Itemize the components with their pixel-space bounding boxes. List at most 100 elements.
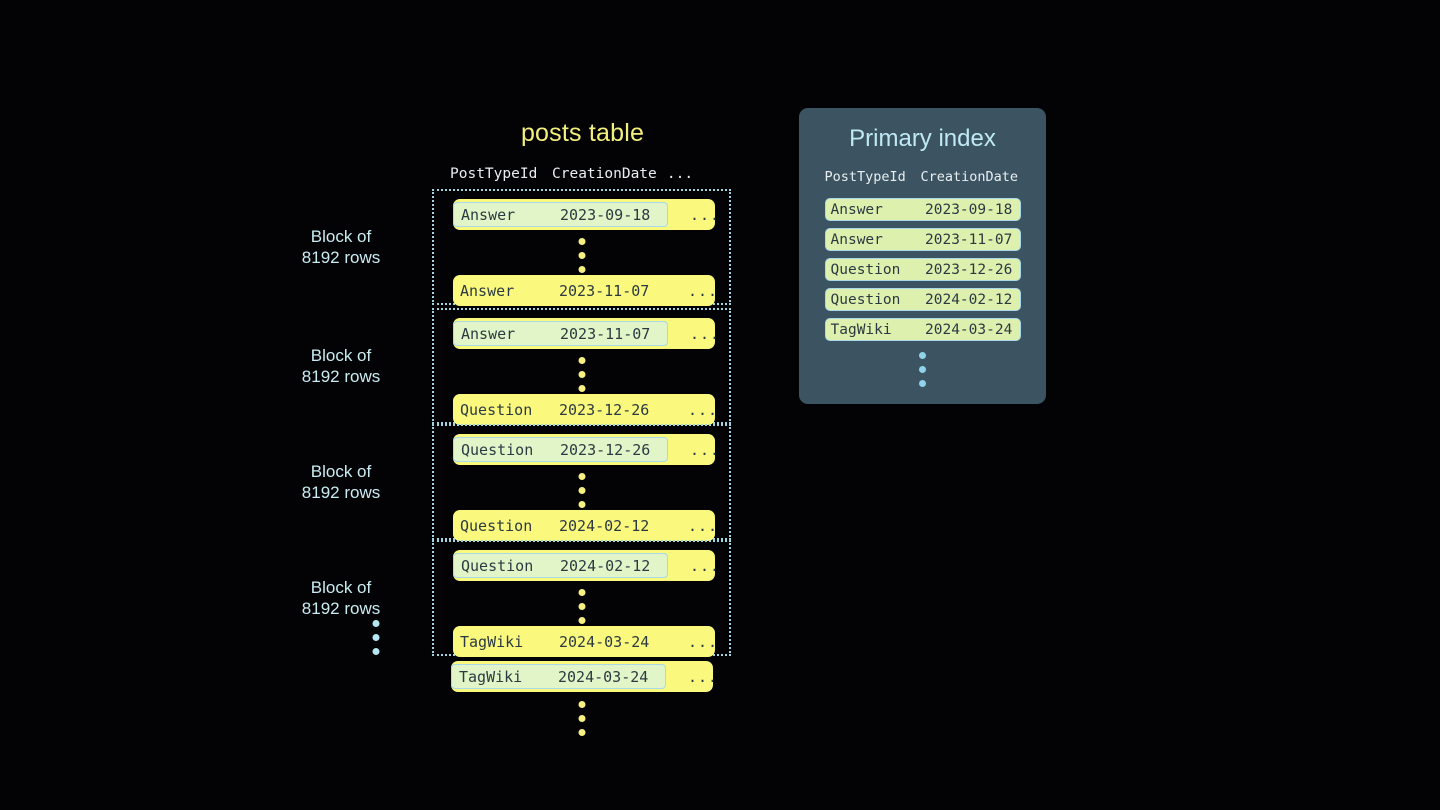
index-cell-posttypeid: Answer: [830, 231, 883, 248]
primary-index-column-headers: PostTypeId CreationDate: [799, 169, 1046, 185]
dot-icon: [578, 371, 585, 378]
index-cell-posttypeid: Question: [830, 261, 901, 278]
index-row[interactable]: Answer 2023-09-18: [824, 198, 1021, 221]
cell-posttypeid: Answer: [461, 205, 516, 224]
dot-icon: [578, 729, 586, 736]
dot-icon: [578, 487, 585, 494]
cell-creationdate: 2023-11-07: [560, 324, 651, 343]
cell-posttypeid: Answer: [461, 324, 516, 343]
cell-creationdate: 2023-11-07: [559, 281, 650, 300]
table-row[interactable]: Question 2023-12-26 ...: [453, 394, 719, 425]
table-row[interactable]: Question 2024-02-12 ...: [453, 510, 719, 541]
index-row[interactable]: Question 2024-02-12: [824, 288, 1021, 311]
table-row[interactable]: Question 2024-02-12 ...: [453, 550, 719, 581]
index-cell-creationdate: 2024-02-12: [925, 291, 1013, 308]
block-1-label: Block of 8192 rows: [301, 227, 381, 267]
dot-icon: [919, 380, 926, 387]
column-header-creationdate: CreationDate: [552, 166, 657, 182]
table-row[interactable]: Answer 2023-11-07 ...: [453, 275, 719, 306]
index-row[interactable]: Answer 2023-11-07: [824, 228, 1021, 251]
posts-table-section: posts table PostTypeId CreationDate ... …: [302, 118, 735, 736]
dot-icon: [578, 715, 586, 722]
cell-posttypeid: Question: [461, 556, 534, 575]
dot-icon: [372, 648, 380, 655]
dot-icon: [578, 501, 585, 508]
row-key-cells: Answer 2023-11-07: [453, 321, 668, 346]
row-key-cells: Question 2023-12-26: [453, 437, 668, 462]
table-row[interactable]: TagWiki 2024-03-24 ...: [453, 626, 719, 657]
index-cell-creationdate: 2023-11-07: [925, 231, 1013, 248]
index-cell-posttypeid: TagWiki: [830, 321, 892, 338]
column-header-more: ...: [666, 166, 694, 182]
posts-table-column-headers: PostTypeId CreationDate ...: [450, 166, 735, 182]
row-key-cells: Answer 2023-09-18: [453, 202, 668, 227]
row-ellipsis-dots: [578, 238, 585, 273]
cell-more: ...: [688, 400, 719, 419]
cell-more: ...: [690, 205, 721, 224]
row-key-cells: TagWiki 2024-03-24: [451, 664, 666, 689]
index-cell-creationdate: 2024-03-24: [925, 321, 1013, 338]
table-row[interactable]: Answer 2023-09-18 ...: [453, 199, 719, 230]
index-ellipsis-dots: [799, 352, 1046, 387]
block-3-label: Block of 8192 rows: [301, 462, 381, 502]
index-row[interactable]: Question 2023-12-26: [824, 258, 1021, 281]
cell-more: ...: [690, 324, 721, 343]
column-header-posttypeid: PostTypeId: [450, 166, 538, 182]
cell-more: ...: [688, 281, 719, 300]
cell-more: ...: [688, 516, 719, 535]
table-row[interactable]: Question 2023-12-26 ...: [453, 434, 719, 465]
dot-icon: [578, 701, 586, 708]
block-3: Block of 8192 rows Question 2023-12-26 .…: [302, 424, 731, 541]
dot-icon: [578, 589, 585, 596]
cell-creationdate: 2024-02-12: [559, 516, 650, 535]
dot-icon: [578, 473, 585, 480]
posts-table-title: posts table: [520, 119, 645, 147]
block-4: Block of 8192 rows Question 2024-02-12 .…: [302, 540, 731, 657]
dot-icon: [578, 266, 585, 273]
cell-posttypeid: Question: [460, 516, 533, 535]
cell-creationdate: 2024-03-24: [558, 667, 649, 686]
cell-posttypeid: Answer: [460, 281, 515, 300]
primary-index-title: Primary index: [849, 125, 996, 152]
dot-icon: [578, 252, 585, 259]
dot-icon: [578, 238, 585, 245]
dot-icon: [372, 634, 380, 641]
dot-icon: [919, 366, 926, 373]
primary-index-panel: Primary index PostTypeId CreationDate An…: [799, 108, 1046, 404]
cell-posttypeid: TagWiki: [459, 667, 523, 686]
block-2: Block of 8192 rows Answer 2023-11-07 ...…: [302, 308, 731, 425]
dot-icon: [578, 617, 585, 624]
blocks-ellipsis-dots: [372, 620, 380, 655]
table-ellipsis-dots: [578, 701, 586, 736]
cell-creationdate: 2024-02-12: [560, 556, 651, 575]
dot-icon: [578, 603, 585, 610]
cell-more: ...: [688, 632, 719, 651]
cell-posttypeid: TagWiki: [460, 632, 524, 651]
block-2-label: Block of 8192 rows: [301, 346, 381, 386]
table-row-trailing[interactable]: TagWiki 2024-03-24 ...: [451, 661, 717, 692]
cell-creationdate: 2023-12-26: [559, 400, 650, 419]
cell-more: ...: [690, 440, 721, 459]
cell-posttypeid: Question: [460, 400, 533, 419]
cell-posttypeid: Question: [461, 440, 534, 459]
index-column-header-posttypeid: PostTypeId: [824, 169, 906, 185]
cell-more: ...: [688, 667, 719, 686]
index-cell-creationdate: 2023-12-26: [925, 261, 1013, 278]
index-cell-posttypeid: Answer: [830, 201, 883, 218]
row-key-cells: Answer 2023-11-07: [453, 278, 666, 303]
dot-icon: [578, 357, 585, 364]
row-ellipsis-dots: [578, 357, 585, 392]
row-key-cells: Question 2024-02-12: [453, 553, 668, 578]
index-row[interactable]: TagWiki 2024-03-24: [824, 318, 1021, 341]
row-ellipsis-dots: [578, 473, 585, 508]
row-key-cells: Question 2023-12-26: [453, 397, 666, 422]
row-key-cells: Question 2024-02-12: [453, 513, 666, 538]
table-row[interactable]: Answer 2023-11-07 ...: [453, 318, 719, 349]
dot-icon: [919, 352, 926, 359]
row-key-cells: TagWiki 2024-03-24: [453, 629, 666, 654]
index-column-header-creationdate: CreationDate: [920, 169, 1019, 185]
primary-index-rows: Answer 2023-09-18 Answer 2023-11-07 Ques…: [799, 198, 1046, 341]
block-4-label: Block of 8192 rows: [301, 578, 381, 618]
cell-creationdate: 2023-09-18: [560, 205, 651, 224]
block-1: Block of 8192 rows Answer 2023-09-18 ...…: [302, 189, 731, 306]
